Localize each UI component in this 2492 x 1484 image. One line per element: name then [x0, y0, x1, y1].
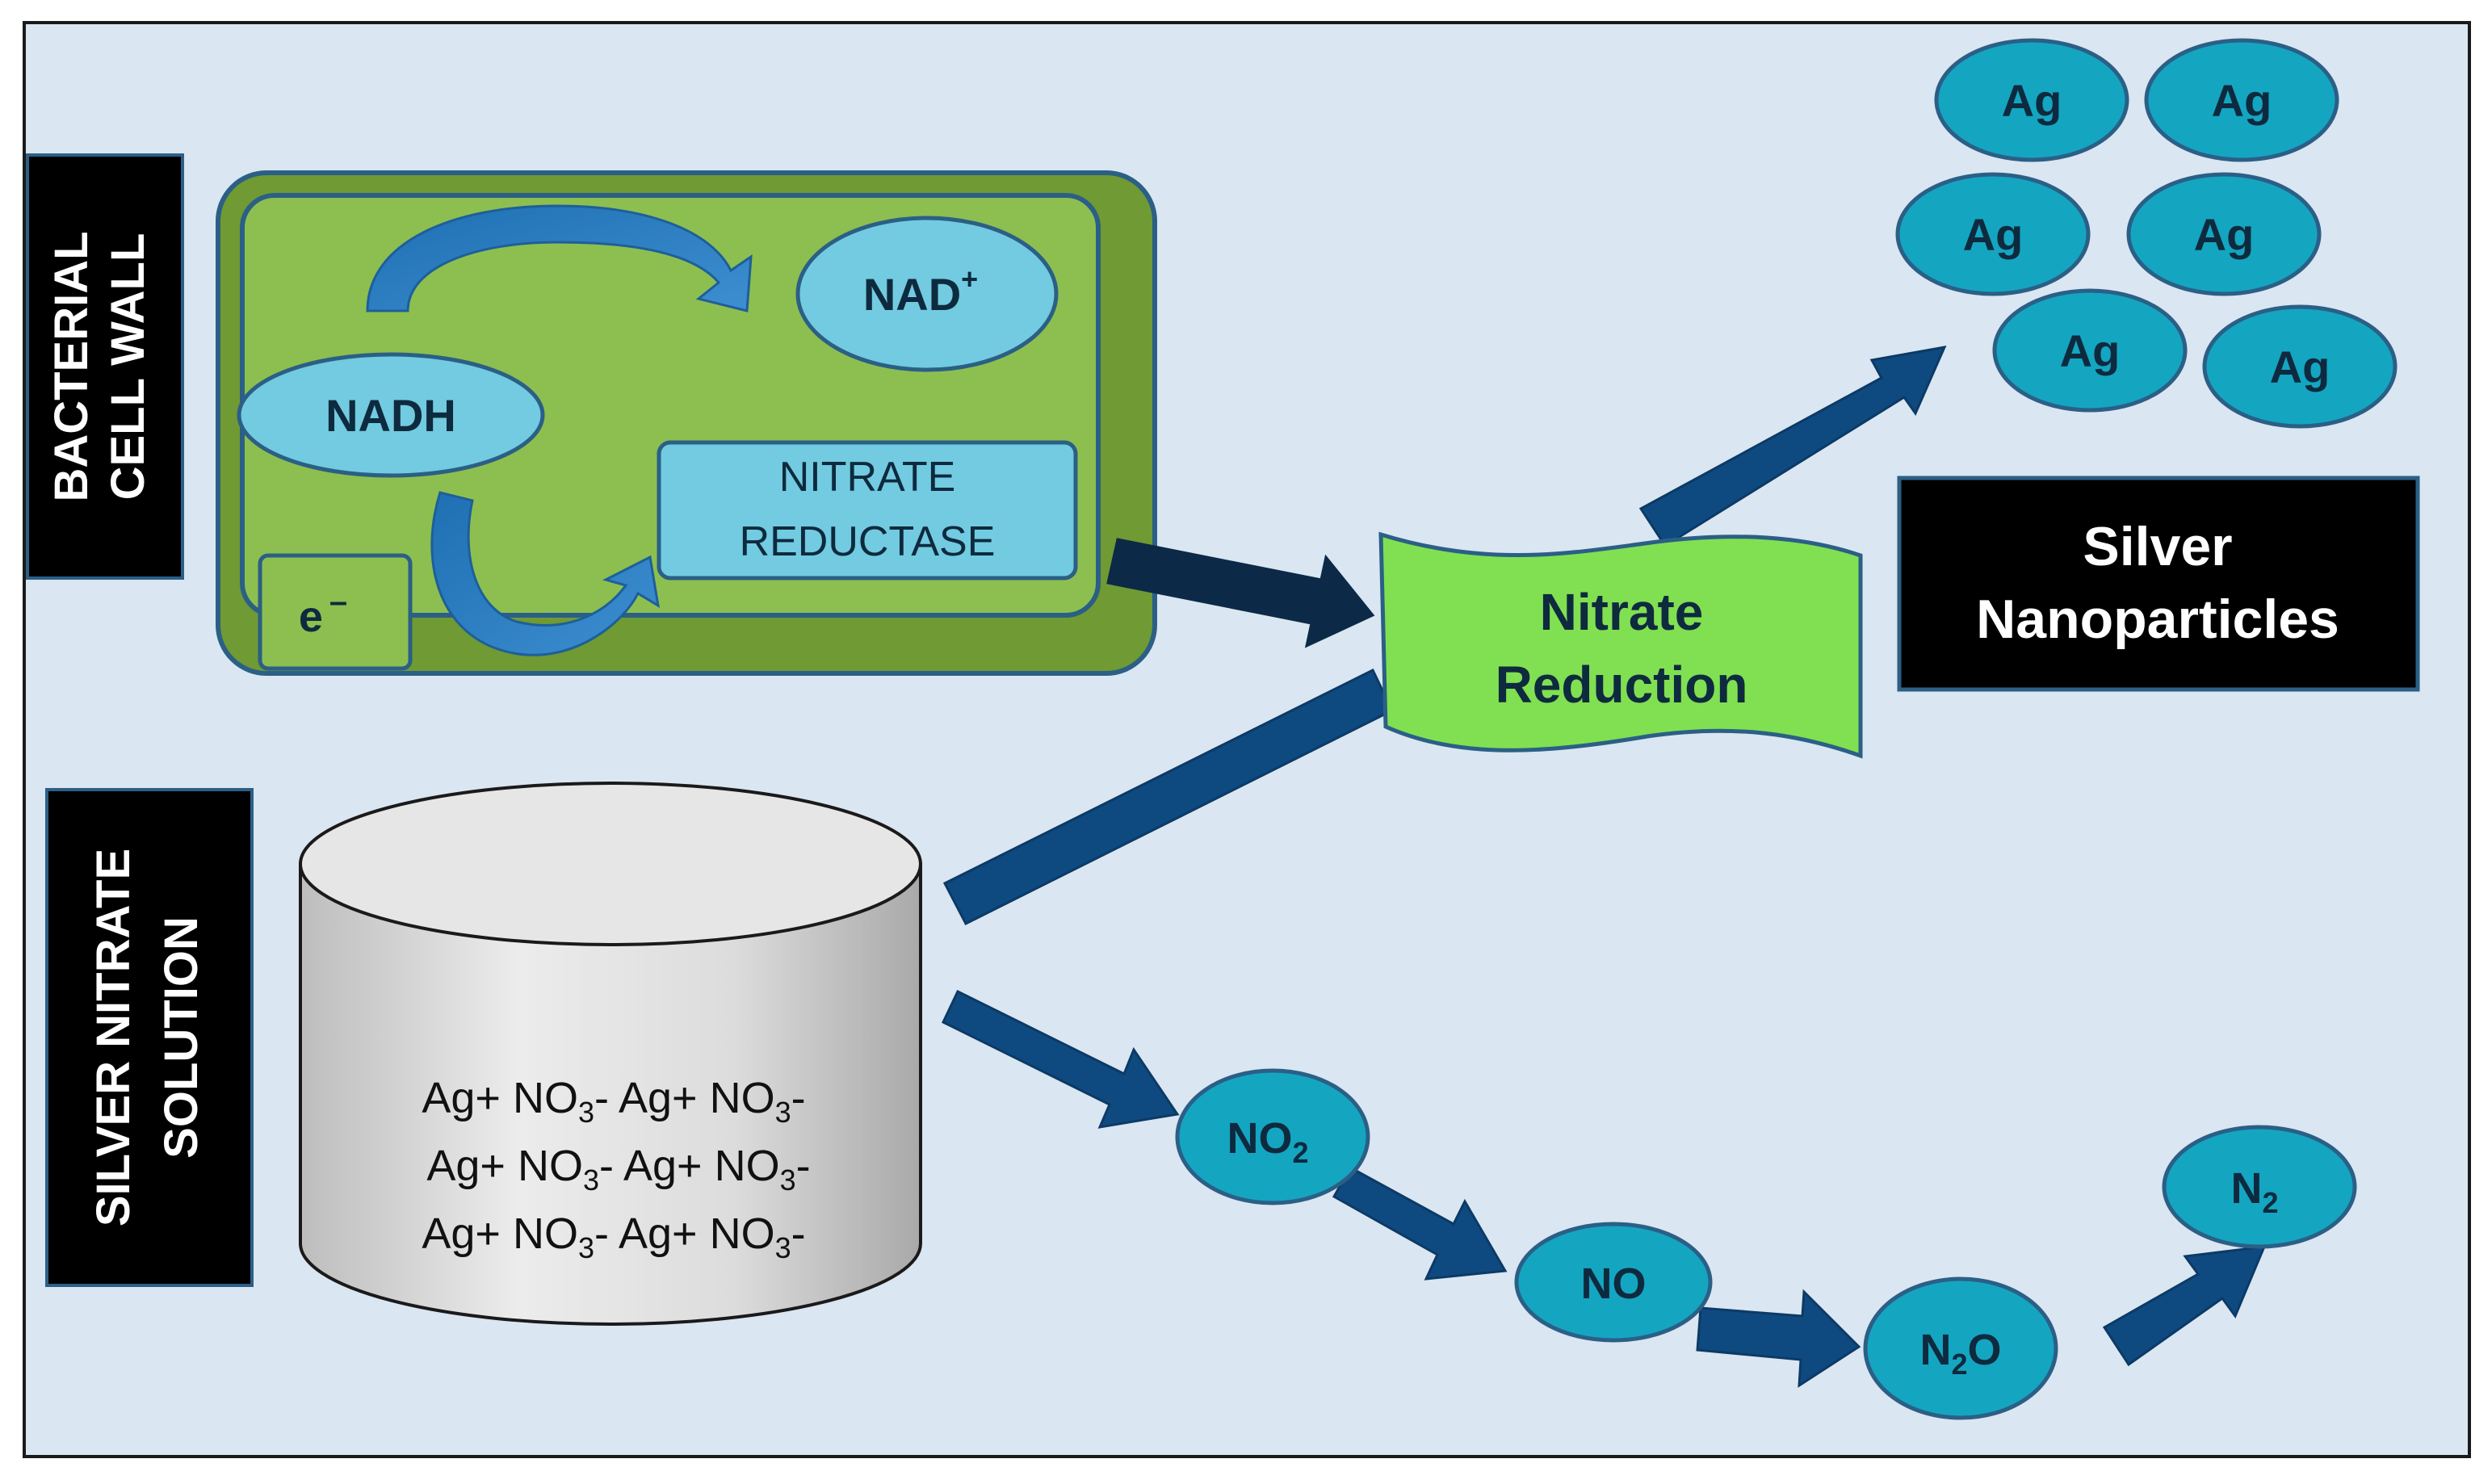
nitrate-reduction-line1: Nitrate [1540, 583, 1704, 641]
arrow-solution-to-no2-icon [942, 989, 1180, 1129]
ag-particle: Ag [2126, 172, 2322, 296]
electron-label: e– [299, 584, 347, 641]
nitrate-reduction-line2: Reduction [1496, 656, 1748, 714]
cell-wall-label-line1: BACTERIAL [45, 231, 98, 501]
solution-row-2: Ag+ NO3- Ag+ NO3- [426, 1142, 810, 1197]
arrow-n2o-to-n2-icon [2102, 1245, 2267, 1367]
nad-plus-bubble [795, 216, 1059, 372]
ag-particle: Ag [1992, 288, 2188, 413]
nadh-bubble [237, 352, 545, 478]
silver-nanoparticles-label-box: Silver Nanoparticles [1897, 476, 2420, 692]
n2-bubble: N2 [2162, 1125, 2357, 1249]
ag-particle: Ag [2144, 38, 2339, 162]
ag-particle: Ag [1895, 172, 2091, 296]
ag-nanoparticle-cluster: Ag Ag Ag Ag Ag Ag [1895, 38, 2398, 429]
ag-particle: Ag [1934, 38, 2129, 162]
no2-label: NO2 [1227, 1114, 1308, 1169]
nitrate-reduction-banner: Nitrate Reduction [1378, 531, 1863, 759]
svg-text:Ag: Ag [2212, 75, 2272, 126]
svg-text:Ag: Ag [2060, 325, 2121, 376]
silver-nanoparticles-line2: Nanoparticles [1976, 589, 2339, 650]
svg-text:Ag: Ag [2270, 342, 2330, 392]
svg-text:Ag: Ag [2002, 75, 2062, 126]
nitrate-reductase-label-line1: NITRATE [779, 454, 956, 501]
n2o-label: N2O [1919, 1326, 2001, 1381]
cell-wall-label-box: BACTERIAL CELL WALL [26, 153, 184, 580]
bacterial-cell: NADH NAD+ NITRATE REDUCTASE e– [216, 170, 1157, 676]
arrow-no-to-n2o-icon [1696, 1289, 1861, 1388]
curved-arrow-nadh-to-nad-icon [366, 204, 753, 312]
cylinder-body [299, 862, 922, 1326]
curved-arrow-to-reductase-icon [430, 491, 661, 656]
nadh-label: NADH [325, 390, 456, 441]
arrow-cell-to-reduction-icon [1106, 538, 1375, 648]
arrow-no2-to-no-icon [1332, 1165, 1508, 1281]
silver-solution-label-line2: SOLUTION [155, 916, 208, 1159]
silver-nanoparticles-line1: Silver [2083, 516, 2232, 577]
silver-solution-label-box: SILVER NITRATE SOLUTION [45, 788, 254, 1287]
ag-particle: Ag [2202, 304, 2398, 429]
arrow-reduction-to-nanoparticles-icon [1638, 346, 1947, 548]
cylinder-top [299, 782, 922, 946]
nitrate-reductase-label-line2: REDUCTASE [740, 518, 996, 565]
nad-plus-label: NAD+ [863, 262, 978, 320]
cell-wall-label-line2: CELL WALL [102, 233, 154, 501]
silver-nitrate-cylinder: Ag+ NO3- Ag+ NO3- Ag+ NO3- Ag+ NO3- Ag+ … [299, 782, 922, 1326]
no-bubble: NO [1514, 1222, 1713, 1343]
electron-box [258, 553, 413, 671]
no2-bubble: NO2 [1175, 1068, 1370, 1205]
svg-text:Ag: Ag [1963, 209, 2024, 260]
silver-solution-label-line1: SILVER NITRATE [87, 849, 140, 1226]
solution-row-1: Ag+ NO3- Ag+ NO3- [422, 1074, 805, 1129]
solution-row-3: Ag+ NO3- Ag+ NO3- [422, 1209, 805, 1264]
no-label: NO [1581, 1260, 1647, 1308]
n2-label: N2 [2230, 1164, 2278, 1219]
nitrate-reductase-box [657, 440, 1078, 581]
n2o-bubble: N2O [1863, 1276, 2058, 1420]
svg-text:Ag: Ag [2194, 209, 2255, 260]
